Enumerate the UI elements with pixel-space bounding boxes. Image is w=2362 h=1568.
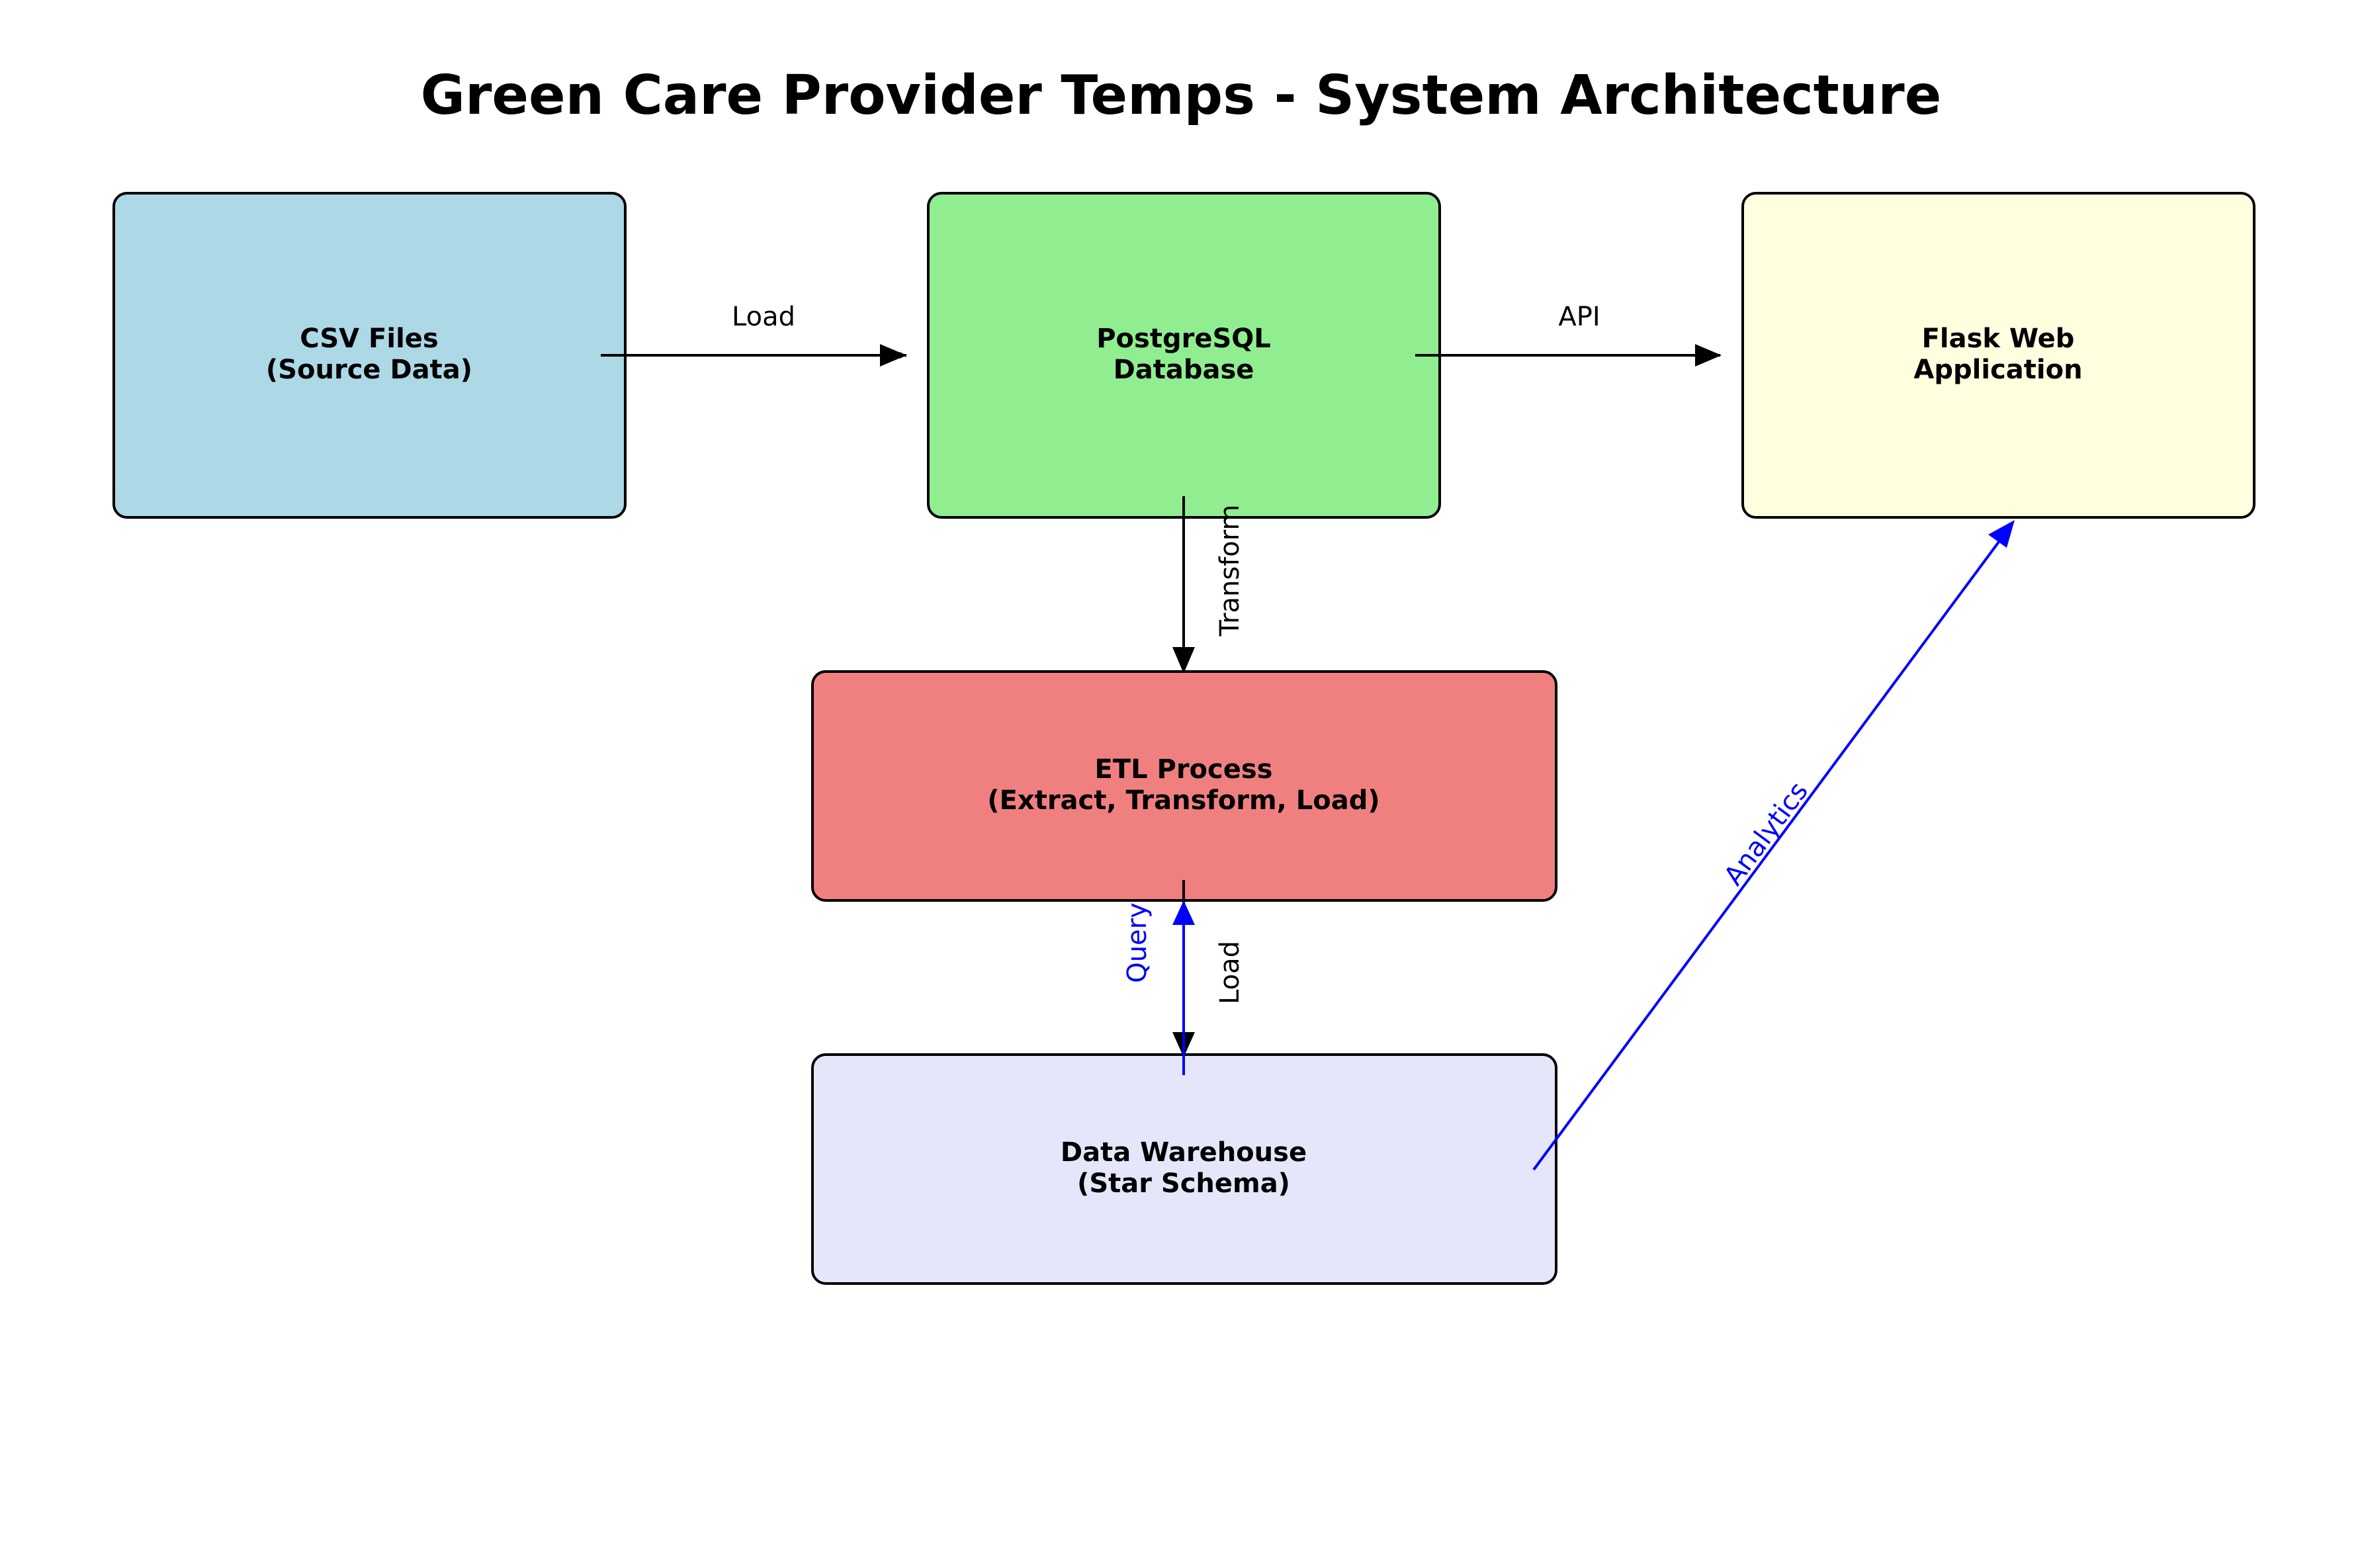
edge-warehouse-to-etl: Query [1122,900,1195,1075]
edge-csv-to-postgresql: Load [601,302,906,367]
node-postgresql-database-label-line1: PostgreSQL [1096,324,1271,354]
node-postgresql-database: PostgreSQL Database [927,192,1441,519]
edge-warehouse-to-flask-label: Analytics [1718,777,1814,891]
edge-postgresql-to-flask-arrowhead [1695,344,1722,367]
node-csv-files-label-line1: CSV Files [300,324,438,354]
edge-postgresql-to-etl-arrowhead [1172,647,1195,674]
edge-etl-to-warehouse-label: Load [1215,941,1245,1004]
node-etl-process-label-line2: (Extract, Transform, Load) [987,785,1379,816]
node-etl-process-label-line1: ETL Process [1094,754,1272,785]
node-postgresql-database-label-line2: Database [1114,355,1254,385]
edge-csv-to-postgresql-arrowhead [880,344,906,367]
node-data-warehouse-label-line1: Data Warehouse [1061,1137,1307,1168]
edge-postgresql-to-etl: Transform [1172,496,1245,674]
edge-csv-to-postgresql-label: Load [732,302,795,332]
node-csv-files: CSV Files (Source Data) [112,192,627,519]
edge-warehouse-to-etl-label: Query [1122,902,1153,983]
diagram-title: Green Care Provider Temps - System Archi… [421,64,1942,127]
edge-postgresql-to-etl-label: Transform [1215,505,1245,637]
edge-postgresql-to-flask-label: API [1558,302,1600,332]
edge-warehouse-to-flask-arrowhead [1988,520,2015,548]
edge-warehouse-to-flask: Analytics [1532,520,2015,1171]
node-flask-web-application-label-line2: Application [1913,355,2082,385]
node-flask-web-application-box [1741,192,2255,519]
node-flask-web-application: Flask Web Application [1741,192,2255,519]
node-data-warehouse: Data Warehouse (Star Schema) [811,1053,1557,1285]
edge-postgresql-to-flask: API [1415,302,1722,367]
edge-warehouse-to-flask-line [1532,538,2002,1171]
node-etl-process: ETL Process (Extract, Transform, Load) [811,670,1557,902]
edge-warehouse-to-etl-arrowhead [1172,900,1195,925]
node-flask-web-application-label-line1: Flask Web [1922,324,2075,354]
node-csv-files-label-line2: (Source Data) [266,355,472,385]
node-data-warehouse-label-line2: (Star Schema) [1077,1168,1290,1199]
